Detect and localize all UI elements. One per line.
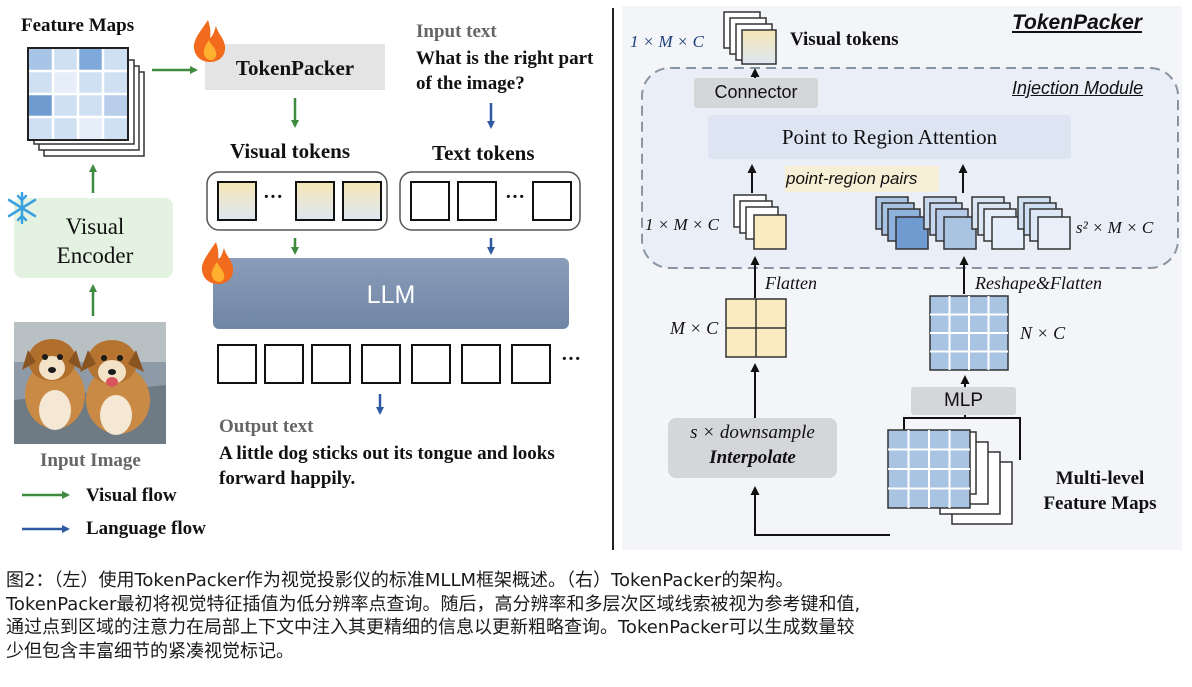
multilevel-feature-maps [887, 415, 1021, 525]
input-image-label: Input Image [40, 450, 141, 471]
llm-box [213, 258, 569, 329]
input-image [14, 322, 166, 444]
visual-tokens-stack-top [723, 11, 777, 65]
multilevel-feature-maps-label: Multi-level Feature Maps [1043, 468, 1157, 514]
dims-MC: M × C [670, 318, 719, 338]
connector-box [694, 78, 818, 108]
dims-1MC-mid: 1 × M × C [645, 215, 719, 234]
feature-maps-stack [27, 47, 145, 157]
visual-tokens-label: Visual tokens [230, 139, 351, 163]
fire-icon-tokenpacker [193, 20, 226, 62]
injection-module-label: Injection Module [1012, 78, 1144, 98]
visual-tokens-ellipsis: ··· [263, 186, 284, 208]
interpolate-label: Interpolate [709, 447, 796, 468]
query-grid-MC [725, 298, 787, 358]
caption-line: 通过点到区域的注意力在局部上下文中注入其更精细的信息以更新粗略查询。TokenP… [6, 617, 855, 638]
caption-line: 少但包含丰富细节的紧凑视觉标记。 [6, 640, 294, 662]
feature-maps-label: Feature Maps [21, 15, 135, 36]
snowflake-icon [7, 191, 37, 225]
llm-label: LLM [366, 281, 416, 309]
point-region-attention-box [708, 115, 1071, 159]
connector-label: Connector [714, 82, 798, 102]
point-region-attention-label: Point to Region Attention [781, 125, 998, 149]
downsample-label: s × downsample [690, 422, 815, 443]
output-text-value: A little dog sticks out its tongue and l… [219, 443, 555, 489]
tokenpacker-title: TokenPacker [1012, 11, 1142, 34]
legend-language-flow: Language flow [86, 518, 206, 539]
dims-s2MC: s² × M × C [1076, 218, 1154, 237]
feature-map-grid [27, 47, 129, 141]
visual-encoder-box [14, 198, 173, 278]
point-region-pairs-label: point-region pairs [786, 169, 918, 188]
figure-caption: 图2：（左）使用TokenPacker作为视觉投影仪的标准MLLM框架概述。（右… [6, 569, 1186, 663]
output-tokens-ellipsis: ··· [561, 348, 582, 370]
query-stack [733, 194, 787, 250]
visual-encoder-label: Visual Encoder [56, 214, 134, 268]
interpolate-box [668, 418, 837, 478]
mlp-box [911, 387, 1016, 415]
mlp-label: MLP [943, 390, 984, 411]
tokenpacker-label: TokenPacker [235, 56, 355, 80]
text-tokens-label: Text tokens [432, 141, 535, 165]
caption-line: 图2：（左）使用TokenPacker作为视觉投影仪的标准MLLM框架概述。（右… [6, 570, 794, 591]
dims-1MC-top: 1 × M × C [630, 32, 704, 51]
text-tokens-ellipsis: ··· [505, 186, 526, 208]
feature-grid-NC [929, 295, 1009, 371]
caption-line: TokenPacker最初将视觉特征插值为低分辨率点查询。随后，高分辨率和多层次… [6, 593, 861, 615]
right-visual-tokens-label: Visual tokens [790, 29, 899, 50]
input-text-question: What is the right part of the image? [416, 48, 594, 94]
dims-NC: N × C [1020, 323, 1066, 343]
output-text-label: Output text [219, 416, 314, 437]
input-text-label: Input text [416, 21, 497, 42]
legend-visual-flow: Visual flow [86, 485, 177, 506]
reshape-flatten-label: Reshape&Flatten [975, 273, 1102, 293]
tokenpacker-box [205, 44, 385, 90]
fire-icon-llm [201, 242, 234, 284]
region-key-stacks [875, 196, 1071, 250]
flatten-label: Flatten [765, 273, 817, 293]
output-tokens [217, 344, 551, 384]
